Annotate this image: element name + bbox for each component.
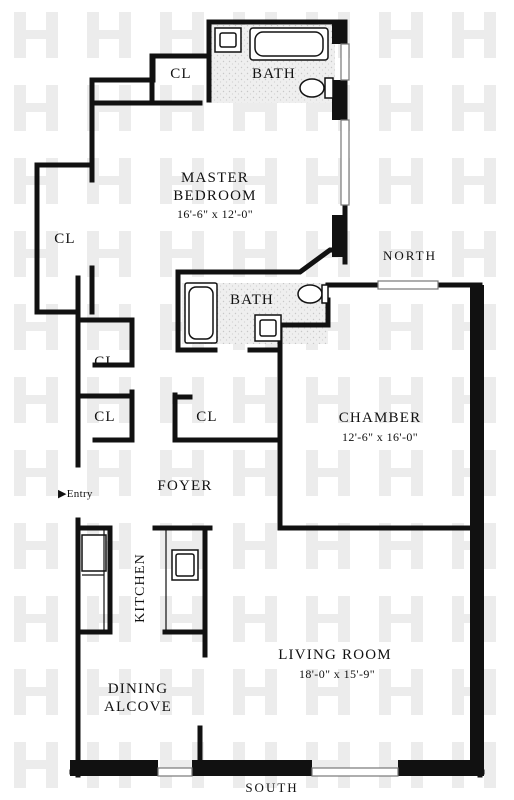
label-kitchen: KITCHEN — [133, 553, 148, 623]
label-bath-top: BATH — [252, 66, 296, 82]
kitchen-counters — [82, 530, 167, 630]
label-dining-alcove-line2: ALCOVE — [103, 699, 173, 715]
label-north: NORTH — [383, 248, 437, 263]
exterior-wall-accents — [70, 22, 484, 776]
label-south: SOUTH — [245, 780, 299, 795]
label-living-room: LIVING ROOM — [278, 647, 392, 663]
label-foyer: FOYER — [157, 478, 213, 494]
label-master-bedroom-line2: BEDROOM — [173, 188, 257, 204]
label-cl-center: CL — [196, 409, 218, 425]
label-master-bedroom-dims: 16'-6" x 12'-0" — [176, 207, 254, 221]
label-dining-alcove-line1: DINING — [107, 681, 169, 697]
fixtures — [81, 27, 334, 581]
label-chamber-dims: 12'-6" x 16'-0" — [341, 430, 419, 444]
label-master-bedroom-line1: MASTER — [180, 170, 250, 186]
entry-label: Entry — [66, 488, 93, 500]
entry-arrow-icon: ▶ — [58, 488, 67, 500]
label-living-room-dims: 18'-0" x 15'-9" — [298, 667, 376, 681]
label-cl-mid1: CL — [94, 354, 116, 370]
label-bath-mid: BATH — [230, 292, 274, 308]
label-cl-mid2: CL — [94, 409, 116, 425]
windows — [157, 43, 439, 777]
entry-marker: ▶Entry — [58, 487, 93, 500]
bath-mid-floor — [182, 283, 328, 344]
label-cl-left: CL — [54, 231, 76, 247]
label-chamber: CHAMBER — [338, 410, 422, 426]
label-cl-top: CL — [170, 66, 192, 82]
